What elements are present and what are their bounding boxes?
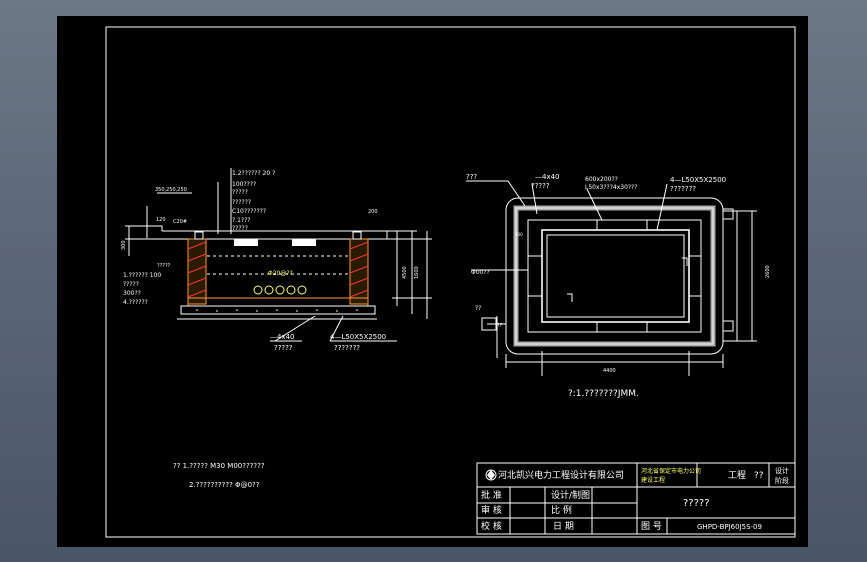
plan-wall-inner [541, 229, 690, 323]
leader-bottom-2 [329, 315, 344, 342]
foundation [180, 305, 376, 315]
drawing-title: ????? [683, 498, 710, 509]
engineering-label: 工程 [728, 470, 746, 481]
plan-top-label-3: L50x3???4x30??? [585, 184, 637, 191]
plan-corner-box-2 [722, 320, 734, 332]
scale-label: 比 例 [551, 504, 572, 516]
plan-dim-0: 4400 [603, 368, 616, 374]
plan-wall-outer [527, 219, 702, 333]
plan-view: ??? —4x40 ????? 600x200?? L50x3???4x30??… [466, 173, 771, 399]
check-label: 校 核 [481, 520, 502, 532]
wall-hatch [187, 241, 369, 298]
right-dim-2: 4500 [402, 266, 408, 279]
base-slab [187, 297, 369, 307]
notes: ?? 1.????? M30 M00?????? 2.?????????? Φ@… [173, 462, 265, 489]
left-dim-2: 300 [121, 240, 127, 250]
ground-step-left [125, 225, 163, 231]
plan-ring-outline [515, 207, 714, 345]
left-label-1: ????? [123, 281, 139, 288]
section-bottom-label-0: —4x40 [270, 333, 295, 341]
left-dim-4: ????? [157, 263, 171, 269]
corner-left [194, 231, 204, 240]
right-dim-1: 1600 [414, 266, 420, 279]
left-label-0: 1.?????? 100 [123, 272, 161, 279]
steel-mark-2 [682, 257, 688, 266]
cad-drawing: 1.2?????? 20 ? 100???? ????? ?????? C10?… [105, 26, 796, 538]
note-line-2: 2.?????????? Φ@0?? [189, 481, 260, 489]
plan-leader-1 [531, 183, 538, 215]
plan-side-label-2: 300 [515, 232, 523, 237]
section-top-labels: 1.2?????? 20 ? 100???? ????? ?????? C10?… [232, 170, 275, 232]
title-block: 河北凯兴电力工程设计有限公司 河北省保定市电力公司 建设工程 工程 ?? 设计 … [476, 462, 796, 535]
project-desc-1: 河北省保定市电力公司 [641, 467, 701, 475]
corner-right [352, 231, 362, 240]
plan-dim-1: 2600 [765, 265, 771, 278]
project-desc-2: 建设工程 [641, 476, 665, 484]
plan-pit [546, 234, 685, 318]
drawing-no-label: 图 号 [641, 521, 662, 532]
plan-leader-2 [586, 188, 603, 221]
approve-label: 批 准 [481, 489, 502, 501]
design-stage-2: 阶段 [775, 476, 789, 485]
plan-dim-2: ?? [497, 323, 503, 329]
design-stage-1: 设计 [775, 466, 789, 475]
plan-side-label-1: ?? [475, 305, 481, 312]
plan-leader-3 [656, 183, 668, 231]
left-dim-0: 350,250,250 [155, 187, 187, 193]
drawing-sheet: 1.2?????? 20 ? 100???? ????? ?????? C10?… [57, 16, 808, 547]
inner-frame [105, 26, 796, 538]
company-name: 河北凯兴电力工程设计有限公司 [498, 469, 624, 481]
date-label: 日 期 [553, 521, 574, 532]
section-top-label-4: C10??????? [232, 208, 266, 215]
plan-top-label-5: ??????? [670, 185, 696, 193]
section-bottom-label-2: 4—L50X5X2500 [330, 333, 386, 341]
plan-leader-0 [507, 180, 526, 207]
plan-side-label-0: Φ00?? [471, 269, 490, 276]
section-top-label-0: 1.2?????? 20 ? [232, 170, 275, 177]
right-dim-0: 200 [368, 209, 378, 215]
section-top-label-2: ????? [232, 189, 248, 196]
gravel-dots [196, 309, 358, 312]
plan-left-box [481, 317, 497, 331]
left-label-3: 4.?????? [123, 299, 148, 306]
note-line-1: ?? 1.????? M30 M00?????? [173, 462, 265, 470]
section-top-label-6: ????? [232, 225, 248, 232]
plan-top-label-1: ????? [531, 182, 550, 190]
left-dim-3: 120 [156, 217, 166, 223]
plan-corner-box-1 [722, 208, 734, 220]
design-draw-label: 设计/制图 [551, 489, 590, 501]
ground-step-right [368, 230, 388, 239]
plan-outer [505, 197, 724, 355]
plan-ring [513, 205, 716, 347]
title-block-frame [476, 462, 796, 535]
review-label: 审 核 [481, 504, 502, 516]
plan-note: ?:1.???????JMM. [568, 389, 639, 399]
section-top-label-5: ?.1??? [232, 217, 250, 224]
left-label-2: 300?? [123, 290, 141, 297]
steel-mark-1 [567, 293, 573, 302]
section-bottom-label-3: ??????? [334, 344, 360, 352]
section-top-label-1: 100???? [232, 181, 256, 188]
engineering-value: ?? [754, 471, 764, 481]
bracket-right [292, 239, 316, 246]
left-dim-1: C20# [173, 219, 187, 225]
cable-pipes [253, 285, 307, 295]
rebar-label: Φ20@?? [268, 270, 293, 277]
drawing-no: GHPD-BPJ60J5S-09 [697, 523, 762, 531]
plan-top-label-4: 4—L50X5X2500 [670, 176, 726, 184]
section-bottom-label-1: ????? [274, 344, 293, 352]
plan-top-label-0: —4x40 [535, 173, 560, 181]
plan-title-left: ??? [466, 173, 477, 181]
plan-top-label-2: 600x200?? [585, 176, 618, 183]
plan-brackets [528, 220, 701, 332]
bracket-left [234, 239, 258, 246]
section-top-label-3: ?????? [232, 199, 251, 206]
section-view: 1.2?????? 20 ? 100???? ????? ?????? C10?… [121, 168, 432, 352]
company-logo-mark [487, 470, 495, 480]
leader-bottom-1 [274, 315, 316, 342]
